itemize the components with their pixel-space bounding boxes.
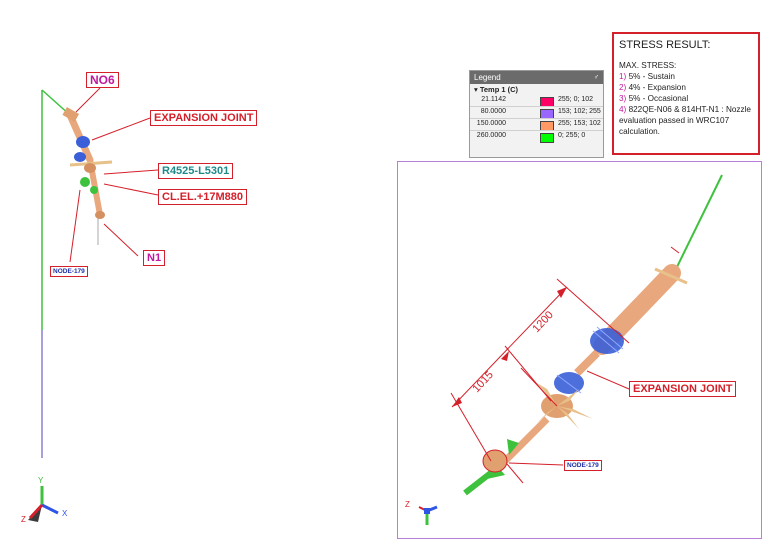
legend-row: 150.0000 255; 153; 102: [470, 119, 603, 131]
legend-swatch: [540, 133, 554, 143]
stress-subtitle: MAX. STRESS:: [619, 61, 677, 70]
legend-rgb: 255; 153; 102: [558, 120, 601, 127]
legend-value: 21.1142: [481, 96, 506, 103]
callout-r4525-l5301: R4525-L5301: [158, 163, 234, 179]
legend-row: 260.0000 0; 255; 0: [470, 131, 603, 143]
legend-rgb: 0; 255; 0: [558, 132, 586, 139]
left-axis-triad: [28, 486, 59, 522]
detail-model-view[interactable]: [397, 161, 762, 539]
callout-cl-el: CL.EL.+17M880: [158, 189, 248, 205]
legend-row: 21.1142 255; 0; 102: [470, 95, 603, 107]
collapse-icon[interactable]: ▾: [474, 85, 478, 94]
node-179-flange: [482, 449, 508, 473]
stress-item: 4) 822QE-N06 & 814HT-N1 : Nozzle evaluat…: [619, 105, 751, 136]
left-triad-z-label: Z: [21, 515, 26, 524]
dimension-lines: [450, 278, 630, 462]
legend-value: 80.0000: [480, 108, 506, 115]
left-triad-y-label: Y: [38, 476, 44, 485]
dimension-1200: 1200: [530, 309, 555, 335]
callout-expansion-joint-left: EXPANSION JOINT: [150, 110, 258, 126]
left-triad-x-label: X: [62, 509, 68, 518]
pin-icon[interactable]: ♂: [593, 74, 599, 81]
callout-n06: NO6: [86, 72, 119, 88]
legend-value: 150.0000: [476, 120, 506, 127]
bellows-upper: [590, 326, 624, 354]
legend-value: 260.0000: [476, 132, 506, 139]
pipe-green-top: [674, 174, 723, 272]
callout-n1: N1: [143, 250, 166, 266]
stress-title: STRESS RESULT:: [619, 39, 711, 51]
legend-rgb: 153; 102; 255: [558, 108, 601, 115]
stress-item: 2) 4% - Expansion: [619, 83, 686, 92]
legend-panel[interactable]: Legend ♂ ▾ Temp 1 (C) 21.1142 255; 0; 10…: [469, 70, 604, 158]
stress-item: 1) 5% - Sustain: [619, 72, 675, 81]
legend-group-temp[interactable]: ▾ Temp 1 (C): [470, 84, 603, 95]
bellows-lower: [554, 372, 584, 394]
legend-title: Legend: [474, 73, 501, 82]
dimension-1015: 1015: [470, 369, 495, 395]
detail-model-drawing: 1200 1015: [418, 174, 723, 525]
left-model-view[interactable]: [0, 0, 390, 543]
left-pipe-assembly: [62, 107, 113, 245]
legend-row: 80.0000 153; 102; 255: [470, 107, 603, 119]
stress-item: 3) 5% - Occasional: [619, 94, 689, 103]
legend-group-label: Temp 1 (C): [479, 85, 519, 94]
node-tag-left: NODE-179: [50, 266, 88, 277]
callout-expansion-joint-right: EXPANSION JOINT: [629, 381, 737, 397]
pipe-support: [520, 367, 593, 429]
right-axis-triad: [418, 505, 438, 525]
node-tag-right: NODE-179: [564, 460, 602, 471]
anchor-arrow-upper: [507, 439, 519, 455]
legend-rgb: 255; 0; 102: [558, 96, 594, 103]
legend-header[interactable]: Legend ♂: [470, 71, 603, 84]
right-triad-z-label: Z: [405, 500, 410, 509]
stress-result-box: STRESS RESULT: MAX. STRESS: 1) 5% - Sust…: [612, 32, 760, 155]
